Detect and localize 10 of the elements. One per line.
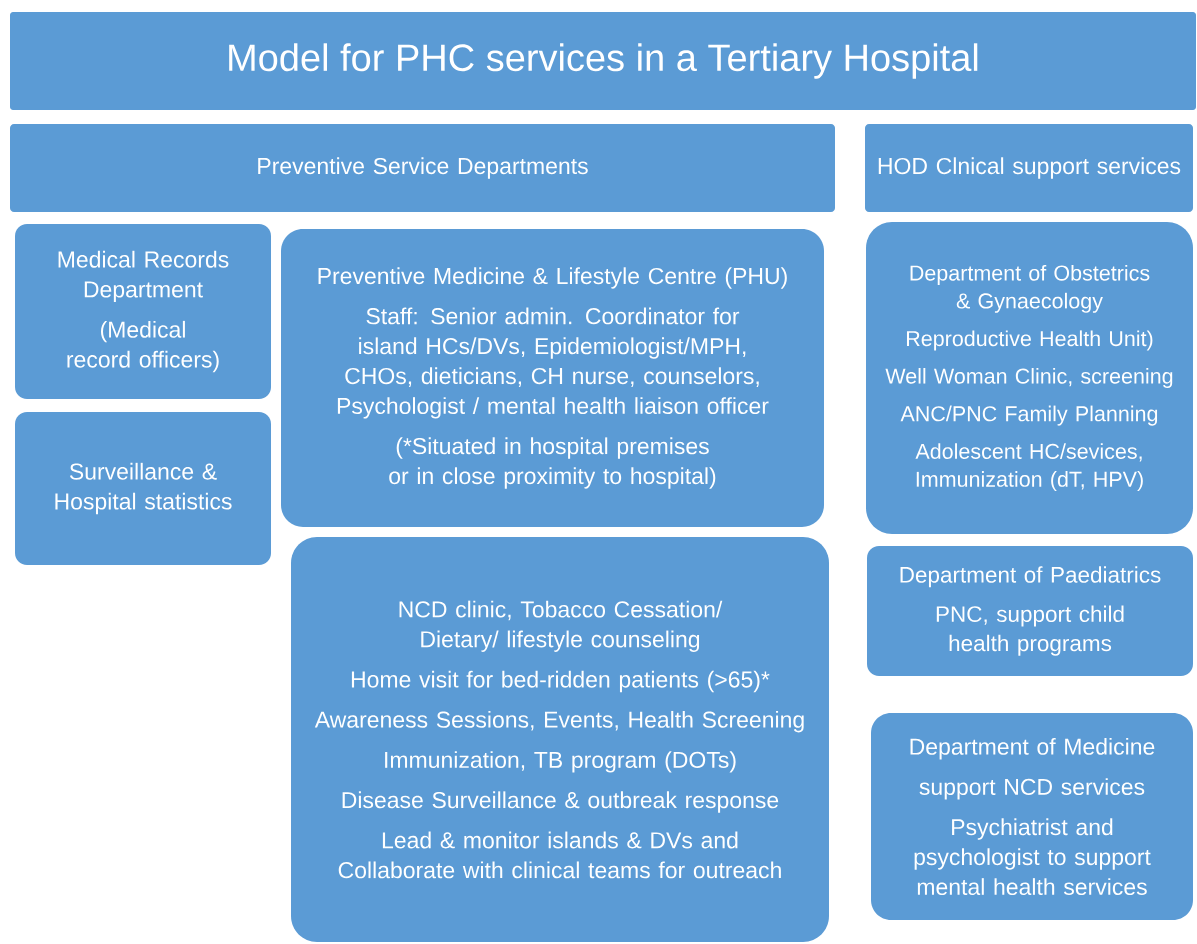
services-box: NCD clinic, Tobacco Cessation/ Dietary/ lifestyle counseling Home visit for bed-ridden patients (>65)* Awareness Sessions, Events, Health Screening Immunization, TB program (DOTs) Disease Surveillance & outbreak response Lead & monitor islands & DVs and Collaborate with clinical teams for outreach [291, 537, 829, 942]
department-box: Department of Obstetrics & Gynaecology Reproductive Health Unit) Well Woman Clinic, screening ANC/PNC Family Planning Adolescent HC/sevices, Immunization (dT, HPV) [866, 222, 1193, 534]
section-header-box: Preventive Service Departments [10, 124, 835, 212]
department-box: Department of Paediatrics PNC, support child health programs [867, 546, 1193, 676]
section-header-box: HOD Clnical support services [865, 124, 1193, 212]
department-box: Medical Records Department (Medical record officers) [15, 224, 271, 399]
department-box: Department of Medicine support NCD services Psychiatrist and psychologist to support mental health services [871, 713, 1193, 920]
centre-box: Preventive Medicine & Lifestyle Centre (PHU) Staff: Senior admin. Coordinator for island HCs/DVs, Epidemiologist/MPH, CHOs, dieticians, CH nurse, counselors, Psychologist / mental health liaison officer (*Situated in hospital premises or in close proximity to hospital) [281, 229, 824, 527]
title-banner: Model for PHC services in a Tertiary Hospital [10, 12, 1196, 110]
department-box: Surveillance & Hospital statistics [15, 412, 271, 565]
